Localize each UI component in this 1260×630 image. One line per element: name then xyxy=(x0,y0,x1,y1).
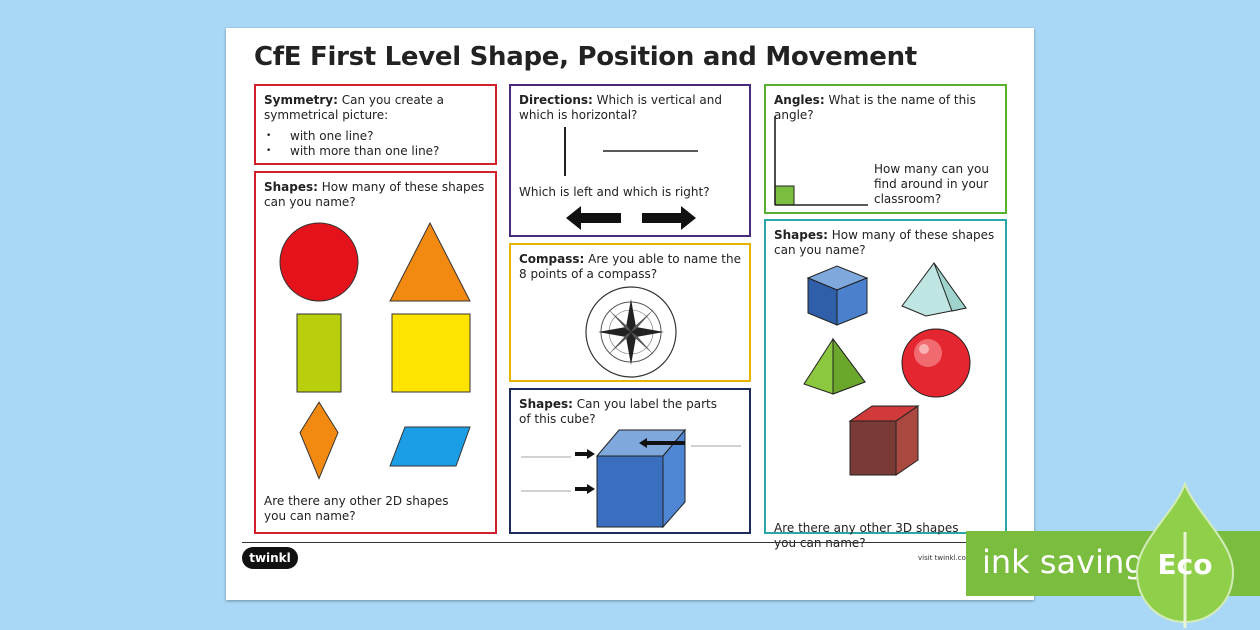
pointer-arrow-icon xyxy=(639,438,685,448)
kite-shape xyxy=(299,401,339,480)
shapes-3d-illustration xyxy=(803,262,971,476)
ink-saving-label: ink saving xyxy=(982,543,1145,581)
arrows-illustration xyxy=(566,206,696,230)
compass-text: Are you able to name the 8 points of a c… xyxy=(519,252,741,281)
visit-link: visit twinkl.co xyxy=(918,554,966,562)
cube-front-face xyxy=(596,455,664,528)
symmetry-text: Can you create a symmetrical picture: xyxy=(264,93,444,122)
compass-prompt: Compass: Are you able to name the 8 poin… xyxy=(519,252,745,282)
compass-heading: Compass: xyxy=(519,252,585,266)
eco-drop-icon: Eco xyxy=(1135,482,1235,628)
symmetry-list: with one line? with more than one line? xyxy=(264,129,484,159)
cube-prompt: Shapes: Can you label the parts of this … xyxy=(519,397,729,427)
angles-prompt: Angles: What is the name of this angle? xyxy=(774,93,1000,123)
right-arrow-icon xyxy=(642,206,696,230)
symmetry-box: Symmetry: Can you create a symmetrical p… xyxy=(254,84,497,165)
shapes-2d-heading: Shapes: xyxy=(264,180,318,194)
angles-heading: Angles: xyxy=(774,93,825,107)
directions-text: Which is vertical and which is horizonta… xyxy=(519,93,722,122)
symmetry-prompt: Symmetry: Can you create a symmetrical p… xyxy=(264,93,484,123)
shapes-3d-heading: Shapes: xyxy=(774,228,828,242)
cube-box: Shapes: Can you label the parts of this … xyxy=(509,388,751,534)
cube-side-face xyxy=(662,428,686,529)
rectangle-shape xyxy=(296,313,342,393)
compass-icon xyxy=(585,286,677,378)
left-arrow-icon xyxy=(566,206,621,230)
shapes-2d-prompt: Shapes: How many of these shapes can you… xyxy=(264,180,490,210)
shapes-2d-text: How many of these shapes can you name? xyxy=(264,180,485,209)
pointer-arrow-icon xyxy=(575,449,595,459)
circle-shape xyxy=(279,222,359,302)
directions-prompt: Directions: Which is vertical and which … xyxy=(519,93,745,123)
triangle-shape xyxy=(389,221,471,302)
cube-illustration xyxy=(521,428,741,529)
shapes-3d-prompt: Shapes: How many of these shapes can you… xyxy=(774,228,1000,258)
cube-text: Can you label the parts of this cube? xyxy=(519,397,717,426)
pointer-arrow-icon xyxy=(575,484,595,494)
angles-box: Angles: What is the name of this angle? … xyxy=(764,84,1007,214)
right-angle-illustration xyxy=(774,116,868,206)
angles-text: What is the name of this angle? xyxy=(774,93,976,122)
directions-question: Which is left and which is right? xyxy=(519,185,710,199)
directions-heading: Directions: xyxy=(519,93,593,107)
list-item: with more than one line? xyxy=(264,144,484,159)
compass-box: Compass: Are you able to name the 8 poin… xyxy=(509,243,751,382)
angle-marker xyxy=(774,185,795,206)
eco-badge: Eco xyxy=(1158,548,1213,581)
list-item: with one line? xyxy=(264,129,484,144)
lines-illustration xyxy=(564,127,698,176)
twinkl-logo: twinkl xyxy=(242,547,298,569)
shapes-3d-text: How many of these shapes can you name? xyxy=(774,228,995,257)
shapes-2d-box: Shapes: How many of these shapes can you… xyxy=(254,171,497,534)
symmetry-heading: Symmetry: xyxy=(264,93,338,107)
parallelogram-shape xyxy=(389,426,471,467)
square-shape xyxy=(391,313,471,393)
angles-question: How many can you find around in your cla… xyxy=(874,162,989,206)
shapes-3d-box: Shapes: How many of these shapes can you… xyxy=(764,219,1007,550)
page-title: CfE First Level Shape, Position and Move… xyxy=(254,42,917,72)
worksheet: CfE First Level Shape, Position and Move… xyxy=(226,28,1034,600)
directions-box: Directions: Which is vertical and which … xyxy=(509,84,751,237)
cube-heading: Shapes: xyxy=(519,397,573,411)
shapes-3d-question: Are there any other 3D shapes you can na… xyxy=(774,521,959,550)
footer-divider xyxy=(242,542,1018,543)
shapes-2d-question: Are there any other 2D shapes you can na… xyxy=(264,494,449,523)
shapes-2d-illustration xyxy=(279,221,471,480)
